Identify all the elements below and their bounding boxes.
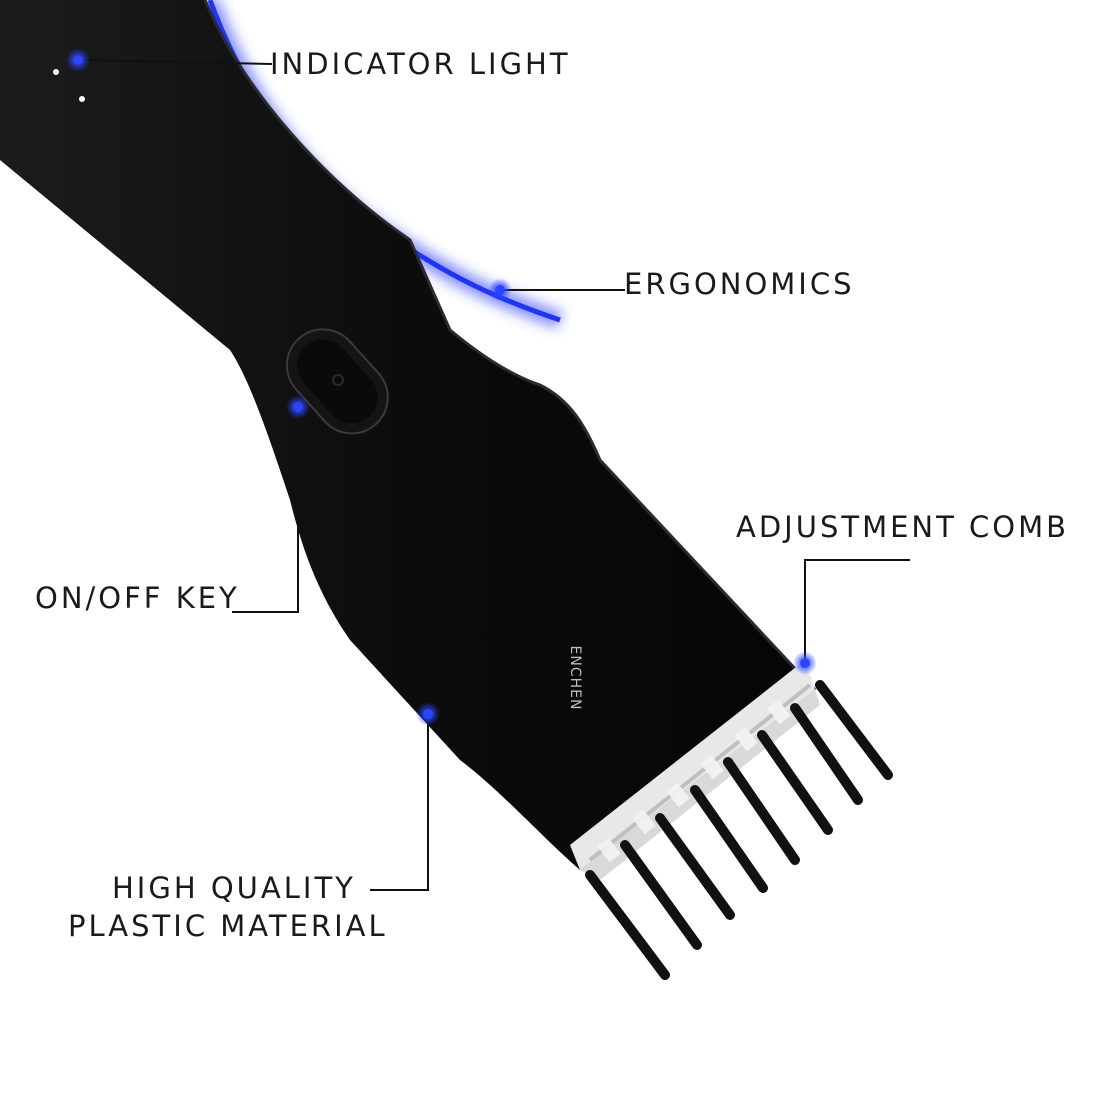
indicator-dot <box>79 96 85 102</box>
label-ergonomics: ERGONOMICS <box>624 267 855 301</box>
indicator-dot <box>53 69 59 75</box>
label-material-line2: PLASTIC MATERIAL <box>68 909 388 943</box>
power-button-icon <box>285 328 389 435</box>
label-indicator-light: INDICATOR LIGHT <box>270 47 571 81</box>
adjustment-comb <box>585 680 893 980</box>
label-on-off-key: ON/OFF KEY <box>35 581 240 615</box>
brand-logo: ENCHEN <box>567 645 583 711</box>
marker-dots <box>66 48 817 726</box>
label-adjustment-comb: ADJUSTMENT COMB <box>736 510 1070 544</box>
clipper-body <box>0 0 815 870</box>
label-material-line1: HIGH QUALITY <box>112 871 356 905</box>
leader-lines <box>77 59 910 891</box>
